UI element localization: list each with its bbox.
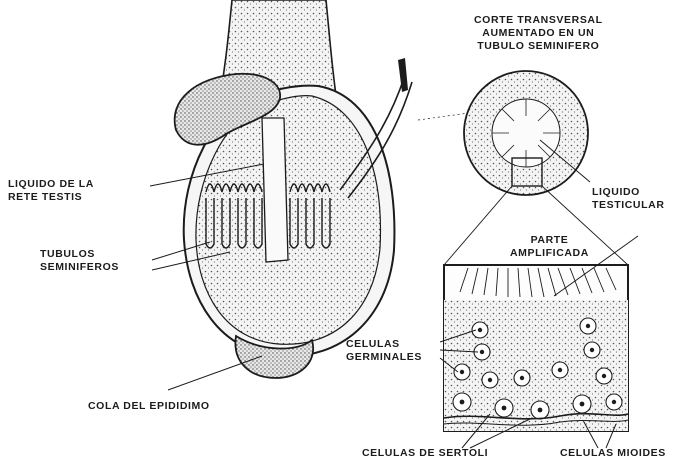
label-corte-transversal: CORTE TRANSVERSAL AUMENTADO EN UN TUBULO… (474, 14, 603, 53)
label-celulas-germinales: CELULAS GERMINALES (346, 338, 422, 364)
tubule-cross-section (464, 71, 588, 195)
label-celulas-sertoli: CELULAS DE SERTOLI (362, 447, 488, 460)
label-tubulos-seminiferos: TUBULOS SEMINIFEROS (40, 248, 119, 274)
label-liquido-rete-testis: LIQUIDO DE LA RETE TESTIS (8, 178, 94, 204)
zoomed-tubule-wall (444, 265, 628, 431)
leader-cola (168, 356, 262, 390)
label-cola-epididimo: COLA DEL EPIDIDIMO (88, 400, 210, 413)
label-parte-amplificada: PARTE AMPLIFICADA (510, 234, 589, 260)
label-celulas-mioides: CELULAS MIOIDES (560, 447, 666, 460)
label-liquido-testicular: LIQUIDO TESTICULAR (592, 186, 665, 212)
rete-testis (262, 118, 288, 262)
